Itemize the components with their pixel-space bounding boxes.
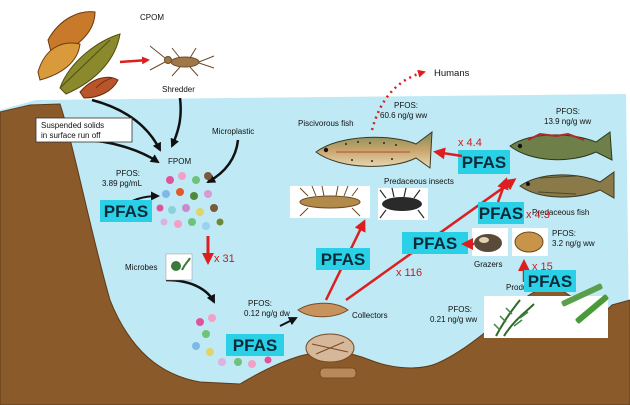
pfas-badge-producers: PFAS (524, 270, 576, 292)
collectors-pfos-line1: PFOS: (248, 299, 272, 308)
cpom-label: CPOM (140, 13, 164, 22)
producers-pfos-line2: 0.21 ng/g ww (430, 315, 477, 324)
microplastic-label: Microplastic (212, 127, 254, 136)
piscivorous-pfos-line2: 60.6 ng/g ww (380, 111, 427, 120)
piscivorous-fish-label: Piscivorous fish (298, 119, 354, 128)
arrow-microplastic-to-fpom (206, 139, 240, 184)
multiplier-x116: x 116 (396, 267, 422, 279)
arrow-microbes-to-sediment (165, 278, 216, 304)
fpom-pfos-line1: PFOS: (116, 169, 140, 178)
arrow-to-piscivorous-fish (433, 147, 463, 160)
pfas-badge-collectors: PFAS (316, 248, 370, 270)
predaceous-insects-image (290, 185, 428, 220)
fpom-pfos-line2: 3.89 pg/mL (102, 179, 143, 188)
producers-image (484, 283, 609, 338)
collectors-label: Collectors (352, 311, 388, 320)
grazers-image (472, 228, 548, 256)
suspended-label-line1: Suspended solids (41, 121, 104, 130)
pfas-badge-grazers-label: PFAS (413, 234, 457, 253)
suspended-solids-box (35, 117, 133, 143)
multiplier-x31: x 31 (214, 253, 235, 265)
collectors-image (297, 302, 357, 379)
pfas-badge-predaceous-fish: PFAS (478, 202, 524, 224)
top-fish-pfos-line2: 13.9 ng/g ww (544, 117, 591, 126)
pfas-badge-sediment-label: PFAS (233, 336, 277, 355)
pfas-badge-predaceous-fish-label: PFAS (479, 204, 523, 223)
arrow-cpom-to-fpom (91, 98, 162, 152)
goby-fish-image (509, 131, 613, 161)
arrow-fish-to-humans (370, 69, 426, 131)
pfas-badge-fpom: PFAS (100, 200, 152, 222)
arrow-shredder-to-fpom (170, 97, 182, 148)
shredder-insect-image (149, 45, 215, 77)
top-fish-pfos-line1: PFOS: (556, 107, 580, 116)
grazers-pfos-line2: 3.2 ng/g ww (552, 239, 595, 248)
suspended-label-line2: in surface run off (41, 131, 101, 140)
pfas-badge-fpom-label: PFAS (104, 202, 148, 221)
sediment-particle-cluster (192, 314, 272, 368)
arrow-sediment-to-collectors (279, 317, 298, 327)
pfas-badge-grazers: PFAS (402, 232, 468, 254)
fpom-label: FPOM (168, 157, 191, 166)
microbes-label: Microbes (125, 263, 157, 272)
predaceous-insects-label: Predaceous insects (384, 177, 454, 186)
predaceous-fish-label: Predaceous fish (532, 208, 589, 217)
cpom-leaves-image (37, 11, 121, 99)
grazers-label: Grazers (474, 260, 502, 269)
piscivorous-pfos-line1: PFOS: (394, 101, 418, 110)
producers-pfos-line1: PFOS: (448, 305, 472, 314)
fpom-particle-cluster (156, 172, 224, 230)
pfas-badge-collectors-label: PFAS (321, 250, 365, 269)
multiplier-x43: x 4.3 (526, 209, 550, 221)
humans-label: Humans (434, 68, 470, 79)
arrow-cpom-to-shredder (119, 56, 150, 65)
pfas-badge-piscivorous: PFAS (458, 150, 510, 174)
microbes-image (165, 253, 193, 281)
pfas-badge-producers-label: PFAS (528, 272, 572, 291)
pfas-badge-sediment: PFAS (226, 334, 284, 356)
piscivorous-fish-image (315, 130, 433, 169)
grazers-pfos-line1: PFOS: (552, 229, 576, 238)
predaceous-fish-image (519, 171, 615, 199)
collectors-pfos-line2: 0.12 ng/g dw (244, 309, 290, 318)
pfas-badge-piscivorous-label: PFAS (462, 153, 506, 172)
multiplier-x44: x 4.4 (458, 137, 482, 149)
arrow-pfas-to-top-fish (496, 177, 509, 203)
shredder-label: Shredder (162, 85, 195, 94)
